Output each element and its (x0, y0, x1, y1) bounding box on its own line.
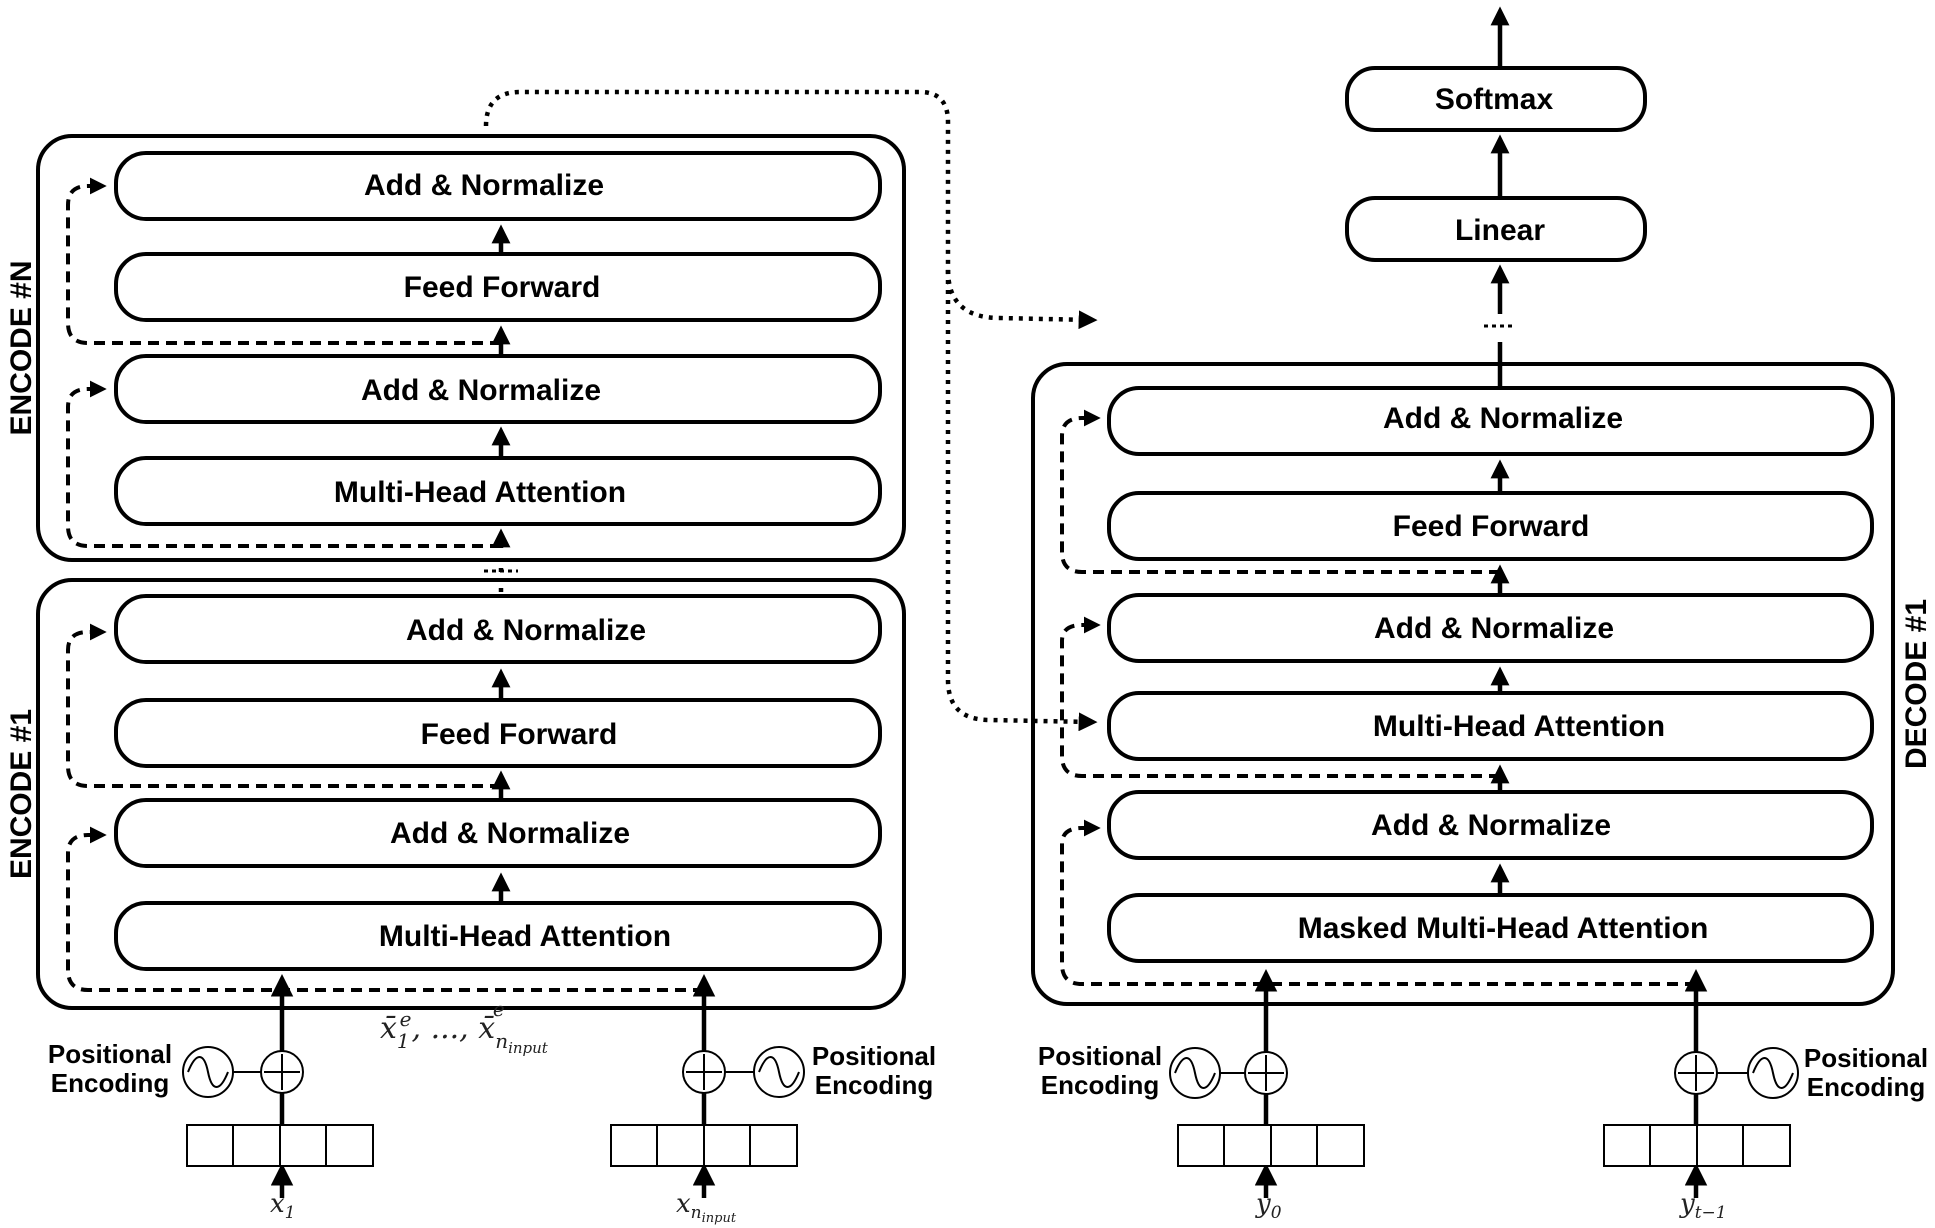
decoder-add-normalize-2 (1107, 593, 1874, 663)
pe-label-dec-right-1: Positional (1804, 1043, 1928, 1073)
encoder-1-add-normalize-1-label: Add & Normalize (390, 817, 630, 850)
decoder-title: DECODE #1 (1900, 599, 1933, 769)
decoder-add-normalize-1 (1107, 790, 1874, 860)
encoder-n-add-normalize-1 (114, 354, 882, 424)
pe-label-enc-left-2: Encoding (51, 1068, 169, 1098)
input-embedding-x1 (186, 1124, 374, 1167)
encoder-1-add-normalize-2-label: Add & Normalize (406, 614, 646, 647)
decoder-multi-head-attention-label: Multi-Head Attention (1373, 710, 1665, 743)
encoder-1-multi-head-attention (114, 901, 882, 971)
linear-layer (1345, 196, 1647, 262)
encoder-1-add-normalize-1 (114, 798, 882, 868)
pe-label-dec-left-1: Positional (1038, 1041, 1162, 1071)
pe-label-enc-right-2: Encoding (815, 1070, 933, 1100)
decoder-add-normalize-3 (1107, 386, 1874, 456)
input-label-x1: x1 (270, 1189, 296, 1223)
pe-label-dec-right-2: Encoding (1807, 1072, 1925, 1102)
input-embedding-y0 (1177, 1124, 1365, 1167)
decoder-masked-multi-head-attention (1107, 893, 1874, 963)
encoder-n-title: ENCODE #N (5, 260, 38, 435)
input-label-y0: y0 (1255, 1189, 1282, 1223)
decoder-add-normalize-2-label: Add & Normalize (1374, 612, 1614, 645)
input-label-xn: xninput (676, 1189, 737, 1226)
encoder-n-multi-head-attention-label: Multi-Head Attention (334, 476, 626, 509)
encoder-n-add-normalize-2 (114, 151, 882, 221)
softmax-layer (1345, 66, 1647, 132)
decoder-block-1 (1031, 362, 1895, 1006)
encoder-1-multi-head-attention-label: Multi-Head Attention (379, 920, 671, 953)
encoder-1-feed-forward (114, 698, 882, 768)
decoder-multi-head-attention (1107, 691, 1874, 761)
encoder-n-add-normalize-2-label: Add & Normalize (364, 169, 604, 202)
pe-label-dec-left-2: Encoding (1041, 1070, 1159, 1100)
encoder-output-label: x̄1e, ..., x̄ninpute (380, 997, 549, 1057)
decoder-add-normalize-1-label: Add & Normalize (1371, 809, 1611, 842)
linear-label: Linear (1455, 214, 1545, 247)
softmax-label: Softmax (1435, 83, 1554, 116)
encoder-block-1 (36, 578, 906, 1010)
encoder-n-feed-forward-label: Feed Forward (404, 271, 601, 304)
decoder-feed-forward-label: Feed Forward (1393, 510, 1590, 543)
pe-label-enc-right-1: Positional (812, 1041, 936, 1071)
encoder-n-multi-head-attention (114, 456, 882, 526)
encoder-1-title: ENCODE #1 (5, 709, 38, 879)
decoder-feed-forward (1107, 491, 1874, 561)
decoder-masked-multi-head-attention-label: Masked Multi-Head Attention (1298, 912, 1709, 945)
pe-label-enc-left-1: Positional (48, 1039, 172, 1069)
encoder-block-n (36, 134, 906, 562)
input-label-yt: yt−1 (1679, 1189, 1727, 1223)
decoder-add-normalize-3-label: Add & Normalize (1383, 402, 1623, 435)
input-embedding-xn (610, 1124, 798, 1167)
input-embedding-yt (1603, 1124, 1791, 1167)
encoder-1-add-normalize-2 (114, 594, 882, 664)
encoder-1-feed-forward-label: Feed Forward (421, 718, 618, 751)
encoder-n-feed-forward (114, 252, 882, 322)
encoder-n-add-normalize-1-label: Add & Normalize (361, 374, 601, 407)
